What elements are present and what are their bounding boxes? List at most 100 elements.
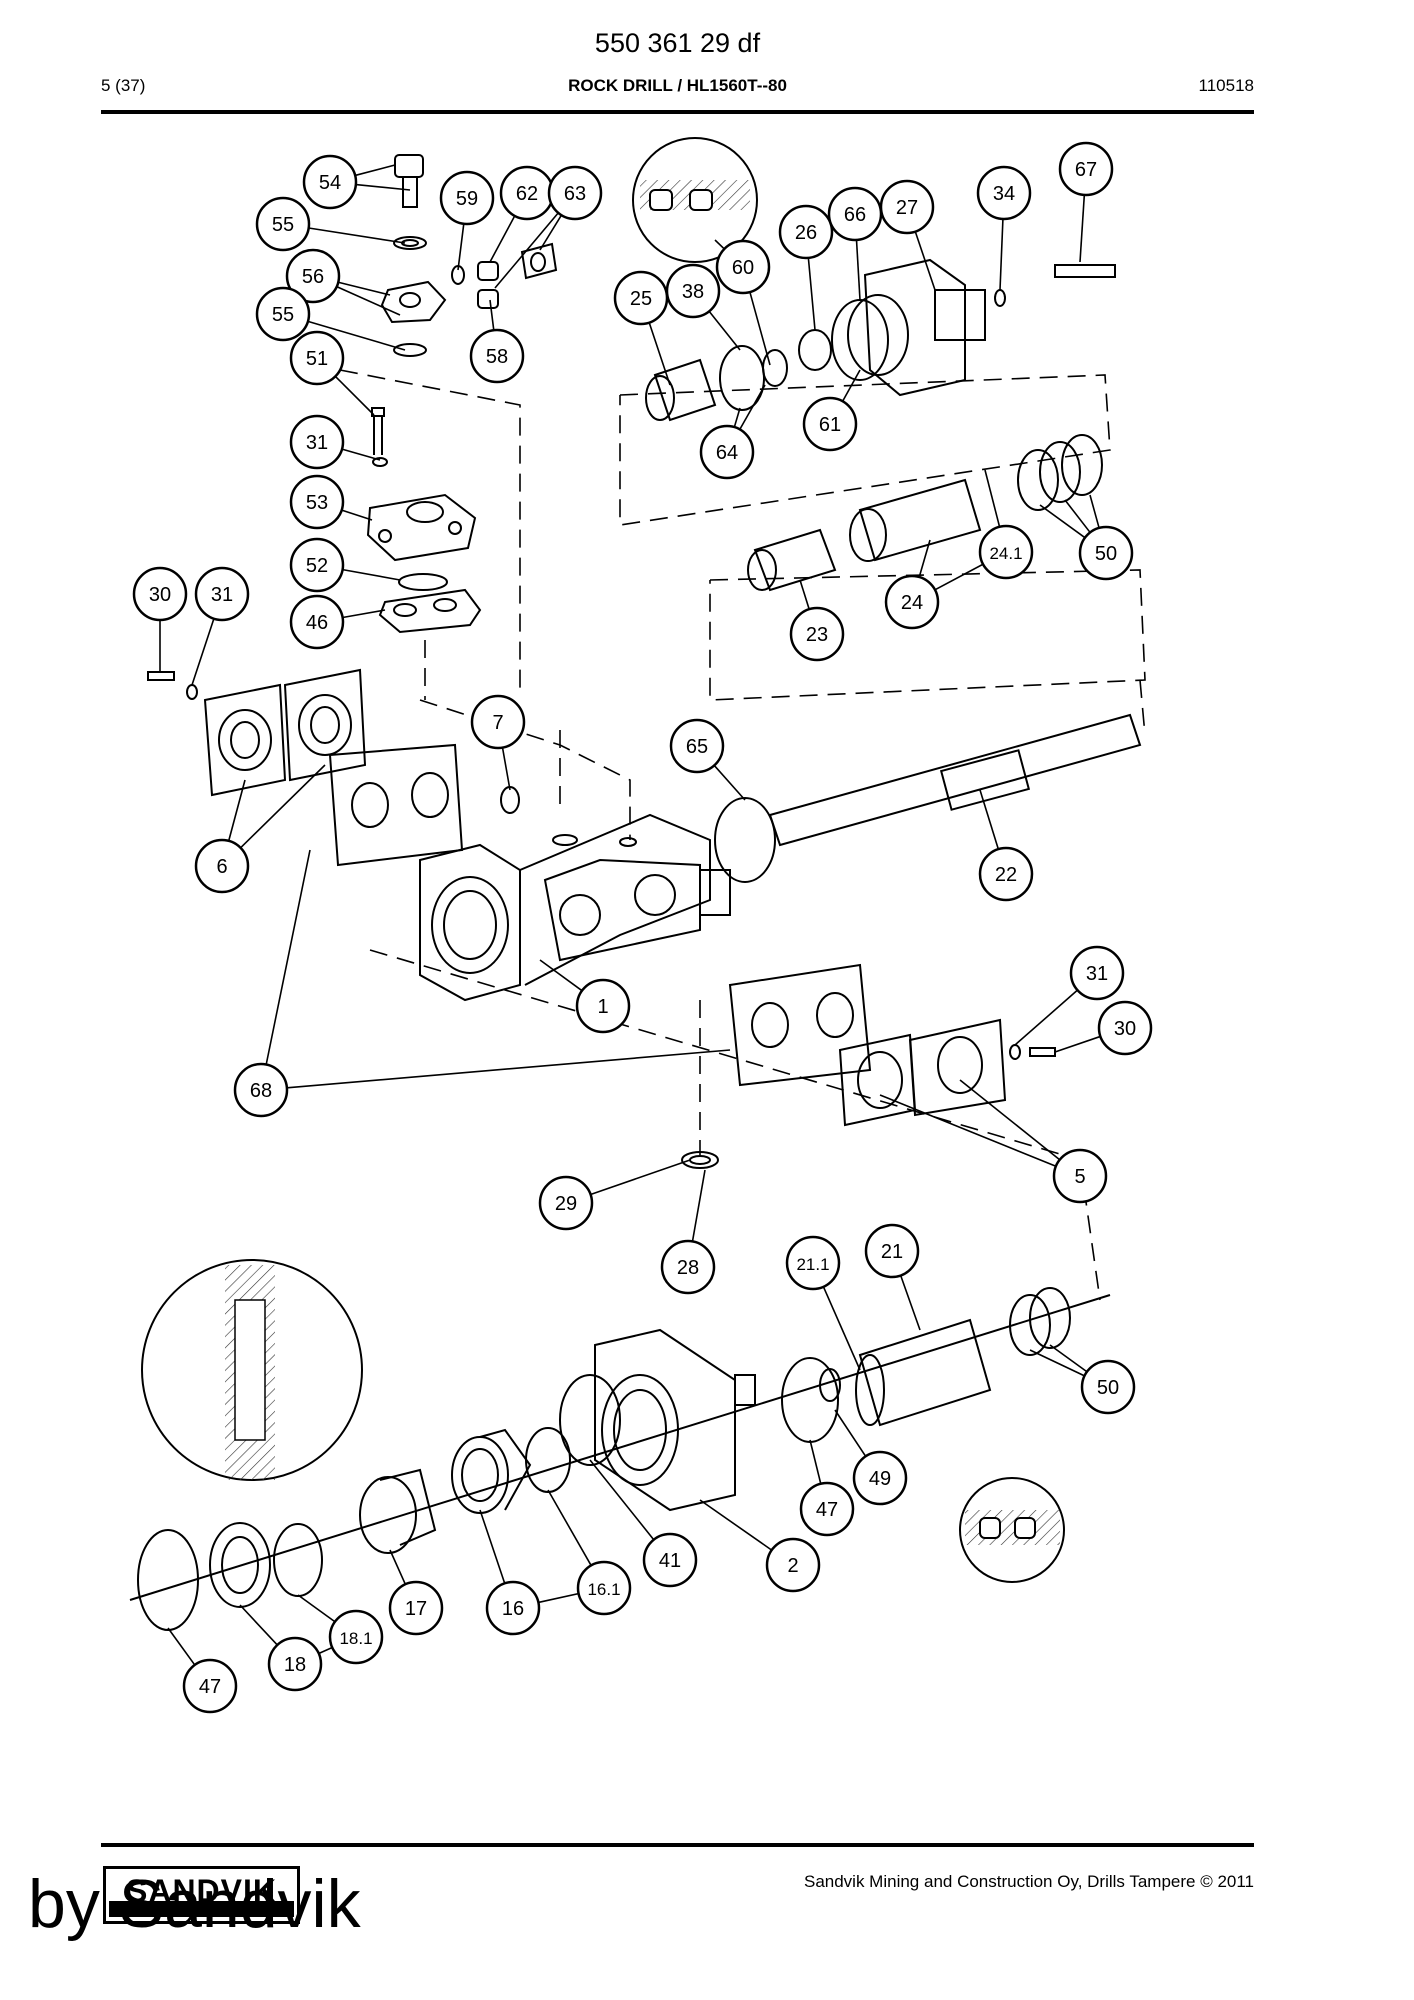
callout-25: 25 bbox=[613, 270, 669, 326]
callout-55b: 55 bbox=[255, 286, 311, 342]
leader-line bbox=[739, 384, 766, 430]
leader-line bbox=[899, 1275, 921, 1331]
callout-label: 6 bbox=[216, 856, 227, 878]
leader-line bbox=[167, 1627, 196, 1666]
callout-26: 26 bbox=[778, 204, 834, 260]
leader-line bbox=[307, 320, 406, 351]
callout-label: 24.1 bbox=[989, 544, 1022, 563]
callout-18: 18 bbox=[267, 1636, 323, 1692]
leader-line bbox=[489, 215, 516, 263]
header-rule bbox=[101, 110, 1254, 114]
callout-label: 5 bbox=[1074, 1166, 1085, 1188]
callout-circle bbox=[799, 1481, 855, 1537]
callout-circle bbox=[660, 1239, 716, 1295]
leader-line bbox=[822, 1286, 861, 1371]
callout-64: 64 bbox=[699, 424, 755, 480]
callout-55a: 55 bbox=[255, 196, 311, 252]
callout-21: 21 bbox=[864, 1223, 920, 1279]
callout-6: 6 bbox=[194, 838, 250, 894]
leader-line bbox=[999, 218, 1004, 291]
leader-line bbox=[334, 375, 375, 416]
leader-line bbox=[699, 1499, 773, 1551]
leader-line bbox=[855, 239, 861, 301]
callout-circle bbox=[470, 694, 526, 750]
leader-line bbox=[297, 1594, 336, 1623]
callout-circle bbox=[852, 1450, 908, 1506]
callout-circle bbox=[978, 524, 1034, 580]
callout-7: 7 bbox=[470, 694, 526, 750]
leader-line bbox=[355, 183, 411, 191]
callout-label: 47 bbox=[816, 1499, 838, 1521]
callout-label: 59 bbox=[456, 188, 478, 210]
leader-lines bbox=[159, 164, 1101, 1666]
callout-31a: 31 bbox=[289, 414, 345, 470]
leader-line bbox=[799, 579, 810, 610]
leader-line bbox=[479, 1509, 506, 1584]
callout-circle bbox=[802, 396, 858, 452]
callout-circle bbox=[182, 1658, 238, 1714]
document-id: 550 361 29 df bbox=[594, 28, 761, 58]
callout-41: 41 bbox=[642, 1532, 698, 1588]
part-drawings bbox=[129, 137, 1146, 1631]
sandvik-logo: SANDVIK bbox=[103, 1866, 300, 1924]
leader-line bbox=[1054, 1035, 1101, 1053]
callout-16: 16 bbox=[485, 1580, 541, 1636]
callout-68: 68 bbox=[233, 1062, 289, 1118]
callout-circle bbox=[976, 165, 1032, 221]
leader-line bbox=[539, 959, 583, 992]
callout-30b: 30 bbox=[1097, 1000, 1153, 1056]
callout-label: 27 bbox=[896, 197, 918, 219]
callout-label: 66 bbox=[844, 204, 866, 226]
leader-line bbox=[1014, 989, 1078, 1046]
callout-label: 28 bbox=[677, 1257, 699, 1279]
callout-label: 68 bbox=[250, 1080, 272, 1102]
callout-63: 63 bbox=[547, 165, 603, 221]
leader-line bbox=[265, 849, 311, 1065]
leader-line bbox=[191, 618, 215, 686]
callout-53: 53 bbox=[289, 474, 345, 530]
callout-22: 22 bbox=[978, 846, 1034, 902]
callout-label: 25 bbox=[630, 288, 652, 310]
callout-circle bbox=[1097, 1000, 1153, 1056]
callout-label: 31 bbox=[1086, 963, 1108, 985]
leader-line bbox=[590, 1159, 691, 1196]
callout-circle bbox=[665, 263, 721, 319]
callout-circle bbox=[439, 170, 495, 226]
piston bbox=[714, 713, 1142, 883]
callout-label: 54 bbox=[319, 172, 341, 194]
callout-56: 56 bbox=[285, 248, 341, 304]
callout-label: 50 bbox=[1095, 543, 1117, 565]
leader-line bbox=[342, 609, 386, 619]
leader-line bbox=[834, 1409, 867, 1457]
callout-31c: 31 bbox=[1069, 945, 1125, 1001]
callout-circle bbox=[485, 1580, 541, 1636]
callout-circle bbox=[469, 328, 525, 384]
callout-66: 66 bbox=[827, 186, 883, 242]
callout-circle bbox=[233, 1062, 289, 1118]
left-end-covers bbox=[147, 668, 464, 867]
leader-line bbox=[648, 322, 671, 386]
callout-circle bbox=[1078, 525, 1134, 581]
leader-line bbox=[708, 310, 741, 351]
callout-label: 21 bbox=[881, 1241, 903, 1263]
seal-detail-left bbox=[141, 1259, 363, 1481]
callout-62: 62 bbox=[499, 165, 555, 221]
callout-label: 38 bbox=[682, 281, 704, 303]
rear-section bbox=[781, 1287, 1071, 1443]
callout-label: 29 bbox=[555, 1193, 577, 1215]
callout-circle bbox=[789, 606, 845, 662]
callout-5: 5 bbox=[1052, 1148, 1108, 1204]
callout-label: 55 bbox=[272, 214, 294, 236]
callout-circle bbox=[255, 196, 311, 252]
leader-line bbox=[389, 1549, 407, 1585]
callout-circle bbox=[778, 204, 834, 260]
byline-watermark: by Sandvik bbox=[28, 1866, 361, 1942]
callout-circle bbox=[1080, 1359, 1136, 1415]
callout-label: 31 bbox=[211, 584, 233, 606]
callout-label: 53 bbox=[306, 492, 328, 514]
callout-54: 54 bbox=[302, 154, 358, 210]
leader-line bbox=[879, 1094, 1057, 1167]
logo-bar bbox=[109, 1901, 294, 1917]
leader-line bbox=[809, 1439, 822, 1484]
callout-49: 49 bbox=[852, 1450, 908, 1506]
